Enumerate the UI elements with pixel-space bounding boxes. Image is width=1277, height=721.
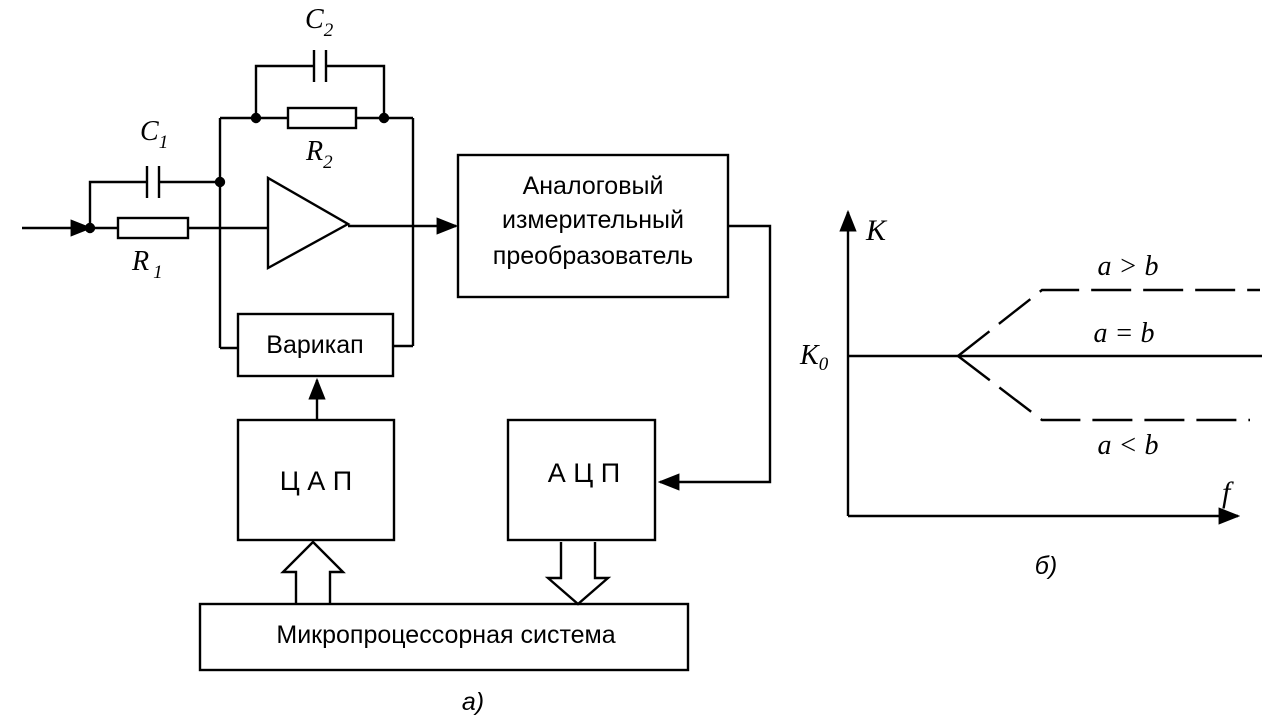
amplifier-triangle: [266, 175, 351, 271]
varicap-label: Варикап: [266, 331, 363, 359]
label-c2: C2: [305, 4, 334, 41]
curve-equal-label: a = b: [1094, 318, 1155, 349]
c2-branch-right: [326, 64, 386, 118]
curve-upper-label: a > b: [1098, 251, 1159, 282]
curve-lower-label: a < b: [1098, 430, 1159, 461]
curve-upper: [957, 288, 1260, 357]
x-axis-label: f: [1222, 476, 1234, 509]
bus-arrow-micro-to-dac: [280, 540, 346, 604]
analog-converter-line-3: преобразователь: [493, 242, 693, 270]
adc-label: А Ц П: [548, 458, 620, 488]
c1-branch: [88, 180, 147, 228]
caption-b: б): [1035, 552, 1057, 580]
dac-block: [236, 418, 396, 542]
microprocessor-label: Микропроцессорная система: [276, 621, 615, 649]
resistor-r2: [286, 106, 358, 130]
analog-converter-line-1: Аналоговый: [523, 172, 664, 200]
resistor-r1: [116, 216, 190, 240]
curve-lower: [957, 355, 1250, 422]
c2-branch-left: [254, 64, 314, 118]
caption-a: а): [462, 688, 484, 716]
y-axis-label: K: [865, 214, 888, 247]
microprocessor-block: [198, 602, 690, 672]
analog-converter-line-2: измерительный: [502, 206, 684, 234]
bus-arrow-adc-to-micro: [544, 542, 612, 606]
k0-label: K0: [799, 340, 829, 375]
adc-block: [506, 418, 657, 542]
graph: [839, 209, 1262, 525]
label-c1: C1: [140, 116, 168, 153]
converter-to-adc-wire: [657, 224, 772, 491]
schematic: [22, 50, 772, 672]
dac-label: Ц А П: [280, 466, 352, 496]
graph-labels: K f K0 a > b a = b a < b б): [799, 214, 1234, 580]
label-r2: R2: [305, 136, 333, 173]
